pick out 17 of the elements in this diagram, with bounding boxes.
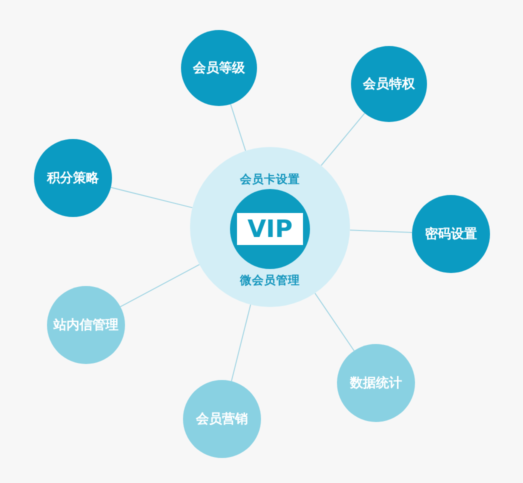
connector-line [230,304,252,382]
connector-line [314,292,355,352]
connector-line [349,230,413,233]
node-label: 会员等级 [193,60,245,77]
connector-line [230,104,246,152]
node-label: 会员特权 [363,76,415,93]
node-label: 数据统计 [350,374,402,392]
vip-badge: VIP [237,213,303,245]
node-label: 积分策略 [47,170,99,187]
hub-label: 微会员管理 [238,273,301,288]
connector-line [320,112,366,166]
node-label: 密码设置 [425,226,477,243]
node-label: 站内信管理 [54,317,118,334]
connector-line [120,264,200,308]
connector-line [110,186,193,208]
node-label: 会员营销 [196,411,248,428]
hub-label: 会员卡设置 [238,172,301,187]
